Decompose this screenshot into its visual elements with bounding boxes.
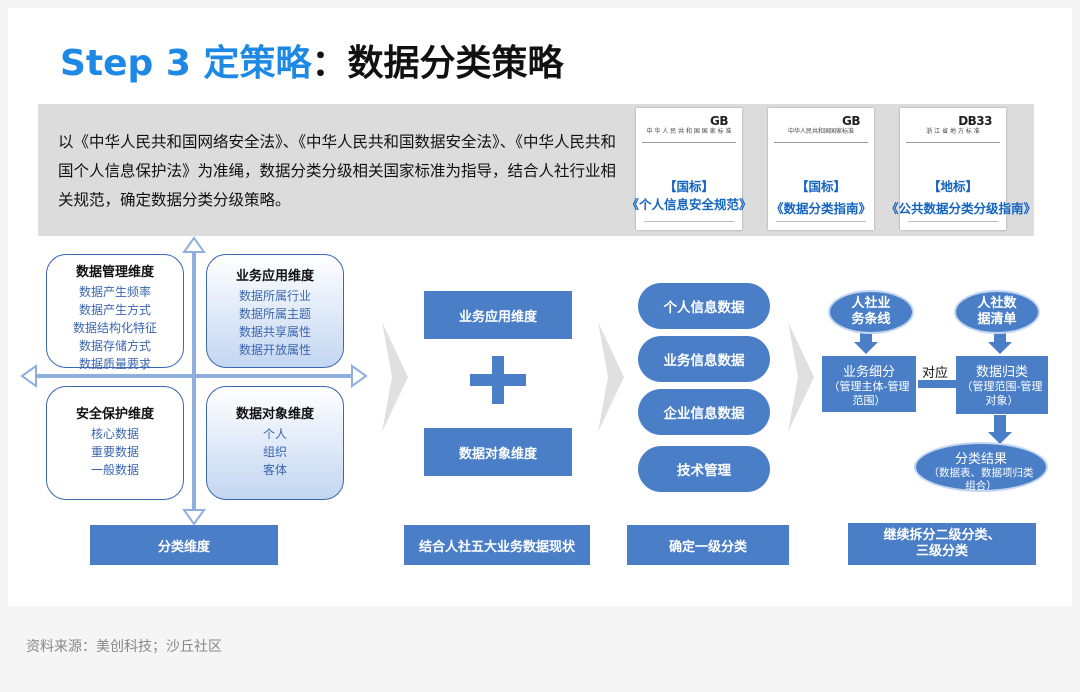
label-classification-dimension: 分类维度 bbox=[90, 525, 278, 565]
quadrant-item: 重要数据 bbox=[47, 443, 183, 461]
quadrant-item: 一般数据 bbox=[47, 461, 183, 479]
box-title: 业务细分 bbox=[822, 361, 916, 380]
quadrant-data-object: 数据对象维度 个人 组织 客体 bbox=[206, 386, 344, 500]
box-sub: （管理范围-管理对象） bbox=[956, 380, 1048, 408]
quadrant-title: 数据管理维度 bbox=[47, 263, 183, 283]
business-application-box: 业务应用维度 bbox=[424, 291, 572, 339]
doc-org: 浙 江 省 地 方 标 准 bbox=[906, 126, 1000, 135]
pill-personal-info: 个人信息数据 bbox=[638, 283, 770, 329]
doc-name-2: 《数据分类指南》 bbox=[760, 198, 882, 217]
doc-label-3: 【地标】 bbox=[900, 176, 1006, 195]
quadrant-item: 客体 bbox=[207, 461, 343, 479]
box-business-segmentation: 业务细分 （管理主体-管理范围） bbox=[822, 356, 916, 412]
doc-org: 中华人民共和国国家标准 bbox=[774, 126, 868, 135]
doc-label-1: 【国标】 bbox=[636, 176, 742, 195]
quadrant-item: 数据质量要求 bbox=[47, 355, 183, 373]
doc-foot bbox=[908, 221, 998, 222]
box-sub: （管理主体-管理范围） bbox=[822, 380, 916, 408]
pill-enterprise-info: 企业信息数据 bbox=[638, 389, 770, 435]
quadrant-item: 数据产生方式 bbox=[47, 301, 183, 319]
quadrant-title: 安全保护维度 bbox=[47, 405, 183, 425]
title-step: Step 3 定策略 bbox=[60, 43, 311, 84]
label-first-level: 确定一级分类 bbox=[627, 525, 789, 565]
box-title: 数据归类 bbox=[956, 361, 1048, 380]
quadrant-item: 数据结构化特征 bbox=[47, 319, 183, 337]
doc-rule bbox=[774, 142, 868, 143]
quadrant-item: 数据存储方式 bbox=[47, 337, 183, 355]
doc-name-1: 《个人信息安全规范》 bbox=[624, 194, 754, 213]
ellipse-classification-result: 分类结果 （数据表、数据项归类组合） bbox=[914, 442, 1048, 492]
doc-rule bbox=[642, 142, 736, 143]
quadrant-item: 核心数据 bbox=[47, 425, 183, 443]
quadrant-data-management: 数据管理维度 数据产生频率 数据产生方式 数据结构化特征 数据存储方式 数据质量… bbox=[46, 254, 184, 368]
result-sub: （数据表、数据项归类组合） bbox=[916, 467, 1046, 493]
box-data-classification: 数据归类 （管理范围-管理对象） bbox=[956, 356, 1048, 414]
quadrant-item: 数据所属行业 bbox=[207, 287, 343, 305]
intro-banner: 以《中华人民共和国网络安全法》、《中华人民共和国数据安全法》、《中华人民共和国个… bbox=[38, 104, 1034, 236]
quadrant-item: 个人 bbox=[207, 425, 343, 443]
quadrant-item: 数据共享属性 bbox=[207, 323, 343, 341]
quadrant-item: 数据所属主题 bbox=[207, 305, 343, 323]
label-combine-status: 结合人社五大业务数据现状 bbox=[404, 525, 590, 565]
label-further-split: 继续拆分二级分类、三级分类 bbox=[848, 523, 1036, 565]
ellipse-business-line: 人社业 务条线 bbox=[828, 290, 914, 334]
connector-label: 对应 bbox=[922, 362, 948, 381]
plus-icon bbox=[470, 356, 526, 404]
stage-arrow-2 bbox=[596, 322, 626, 432]
title-main: 数据分类策略 bbox=[347, 43, 563, 84]
pill-tech-management: 技术管理 bbox=[638, 446, 770, 492]
page-title: Step 3 定策略：数据分类策略 bbox=[60, 34, 563, 86]
quadrant-title: 业务应用维度 bbox=[207, 267, 343, 287]
doc-foot bbox=[644, 221, 734, 222]
title-colon: ： bbox=[311, 43, 347, 84]
quadrant-item: 数据开放属性 bbox=[207, 341, 343, 359]
ellipse-data-list: 人社数 据清单 bbox=[954, 290, 1040, 334]
quadrant-item: 组织 bbox=[207, 443, 343, 461]
pill-business-info: 业务信息数据 bbox=[638, 336, 770, 382]
doc-name-3: 《公共数据分类分级指南》 bbox=[886, 198, 1022, 217]
data-object-box: 数据对象维度 bbox=[424, 428, 572, 476]
quadrant-business-application: 业务应用维度 数据所属行业 数据所属主题 数据共享属性 数据开放属性 bbox=[206, 254, 344, 368]
doc-rule bbox=[906, 142, 1000, 143]
quadrant-item: 数据产生频率 bbox=[47, 283, 183, 301]
intro-text: 以《中华人民共和国网络安全法》、《中华人民共和国数据安全法》、《中华人民共和国个… bbox=[58, 128, 618, 215]
stage-arrow-1 bbox=[380, 322, 410, 432]
doc-label-2: 【国标】 bbox=[768, 176, 874, 195]
quadrant-title: 数据对象维度 bbox=[207, 405, 343, 425]
source-note: 资料来源：美创科技；沙丘社区 bbox=[26, 636, 222, 656]
doc-foot bbox=[776, 221, 866, 222]
stage-arrow-3 bbox=[786, 322, 816, 432]
result-title: 分类结果 bbox=[916, 448, 1046, 467]
doc-org: 中 华 人 民 共 和 国 国 家 标 准 bbox=[642, 126, 736, 135]
quadrant-security-protection: 安全保护维度 核心数据 重要数据 一般数据 bbox=[46, 386, 184, 500]
